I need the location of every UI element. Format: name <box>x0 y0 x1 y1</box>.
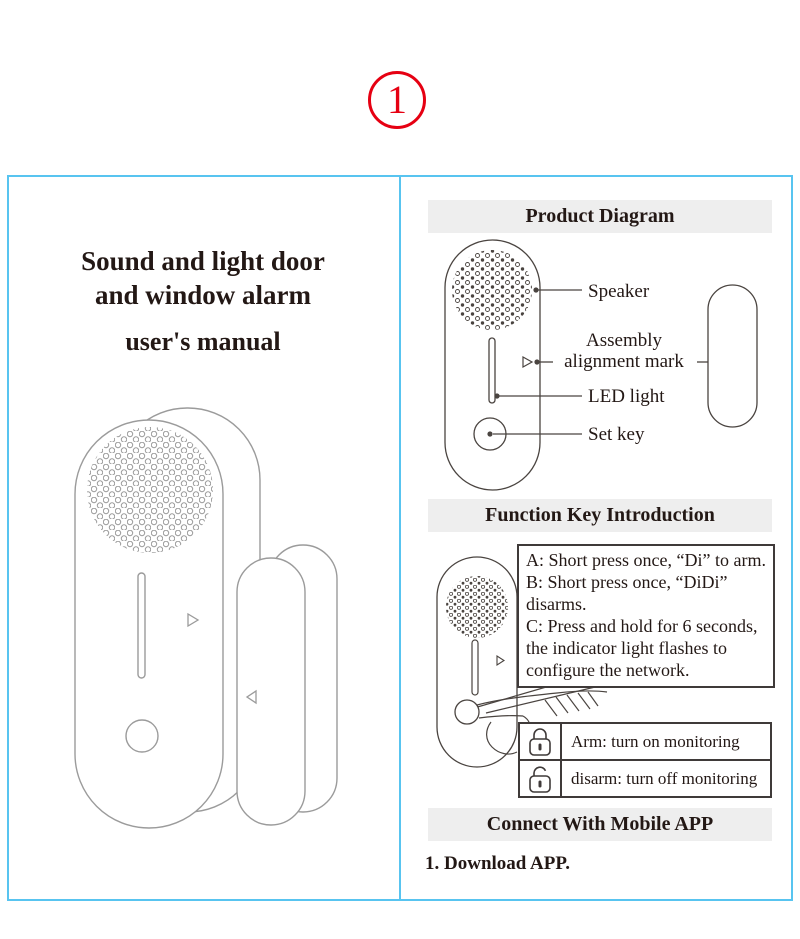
arm-mode-label: Arm: turn on monitoring <box>571 731 740 751</box>
set-key-button <box>454 699 480 725</box>
manual-title: Sound and light door and window alarm <box>7 244 399 312</box>
mode-row-disarm: disarm: turn off monitoring <box>520 759 770 796</box>
disarm-mode-label: disarm: turn off monitoring <box>571 768 758 788</box>
page-number: 1 <box>387 77 407 122</box>
mode-icon-cell <box>520 724 562 759</box>
assembly-mark-label-line2: alignment mark <box>564 351 684 372</box>
instruction-box: A: Short press once, “Di” to arm. B: Sho… <box>517 544 775 688</box>
manual-subtitle: user's manual <box>125 327 281 356</box>
assembly-mark-label: Assembly alignment mark <box>550 330 698 372</box>
speaker-label: Speaker <box>588 281 650 302</box>
assembly-mark-label-line1: Assembly <box>586 330 662 351</box>
set-key-press-illustration <box>436 556 613 770</box>
speaker-grill <box>452 250 532 330</box>
lock-closed-icon <box>529 727 551 756</box>
callout-tail-line <box>485 682 613 714</box>
product-diagram-figure <box>444 239 758 491</box>
function-key-header: Function Key Introduction <box>428 499 772 532</box>
download-app-step: 1. Download APP. <box>425 853 570 874</box>
set-key-button <box>125 719 159 753</box>
connect-app-header: Connect With Mobile APP <box>428 808 772 841</box>
magnet-front-outline <box>707 284 758 428</box>
magnet-alignment-triangle-icon <box>245 689 257 705</box>
page-divider-line <box>399 175 401 901</box>
led-strip <box>137 572 146 679</box>
speaker-callout-dot <box>533 287 539 293</box>
product-diagram-header: Product Diagram <box>428 200 772 233</box>
instruction-b: B: Short press once, “DiDi” disarms. <box>526 572 728 614</box>
led-callout-dot <box>494 393 500 399</box>
led-light-label: LED light <box>588 386 665 407</box>
alignment-triangle-icon <box>522 355 534 369</box>
led-strip <box>471 639 479 696</box>
manual-title-line2: and window alarm <box>94 280 312 310</box>
speaker-grill <box>87 427 213 553</box>
mode-icon-cell <box>520 761 562 796</box>
alignment-triangle-icon <box>187 612 200 628</box>
mode-row-arm: Arm: turn on monitoring <box>520 724 770 759</box>
alignment-triangle-icon <box>496 654 506 667</box>
instruction-c: C: Press and hold for 6 seconds, the ind… <box>526 616 758 680</box>
alarm-device-illustration <box>74 407 338 829</box>
manual-title-line1: Sound and light door <box>81 246 325 276</box>
led-strip <box>488 337 496 404</box>
lock-open-icon <box>529 765 551 793</box>
set-key-label: Set key <box>588 424 645 445</box>
magnet-unit-outline <box>236 557 306 826</box>
instruction-a: A: Short press once, “Di” to arm. <box>526 550 766 570</box>
page-number-badge: 1 <box>368 71 426 129</box>
set-key-callout-dot <box>487 431 493 437</box>
assembly-callout-dot-left <box>534 359 540 365</box>
speaker-grill <box>446 576 508 638</box>
mode-table: Arm: turn on monitoring disarm: turn off… <box>518 722 772 798</box>
